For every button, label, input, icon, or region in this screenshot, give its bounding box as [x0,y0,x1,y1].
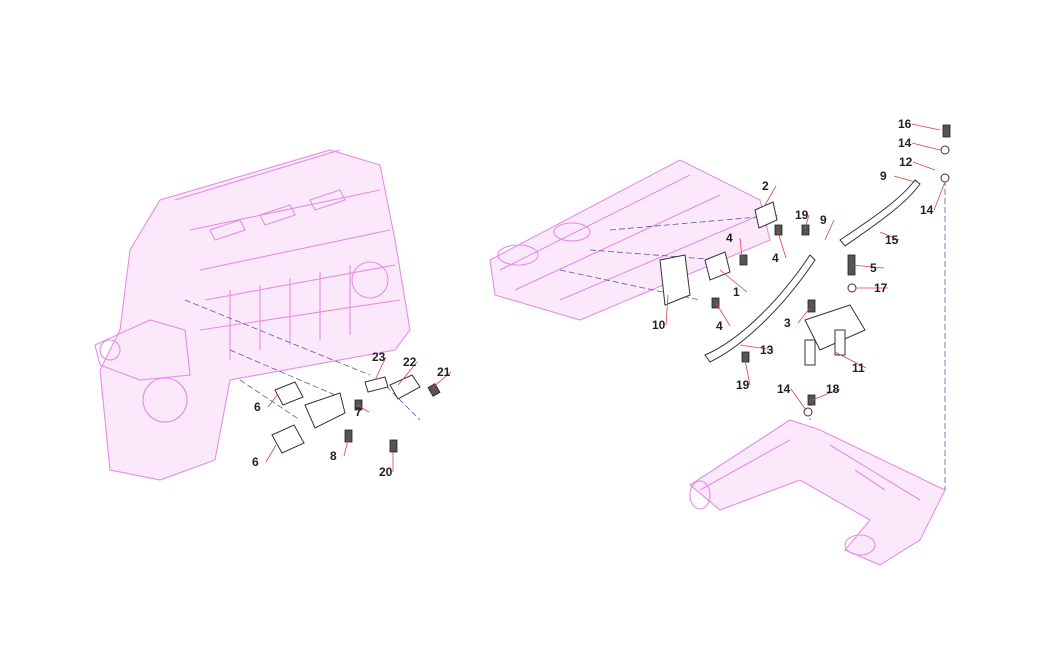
callout-17: 17 [874,281,888,295]
leader-line [739,344,775,351]
leader-line [764,185,777,206]
callout-23: 23 [372,350,386,364]
leader-line [911,142,941,151]
leader-line [739,237,743,259]
callout-12: 12 [899,155,913,169]
leader-line [715,302,731,327]
callout-15: 15 [885,233,899,247]
callout-10: 10 [652,318,666,332]
leader-line [804,214,810,229]
parts [271,124,951,454]
callout-14: 14 [777,382,791,396]
leader-line [811,388,841,401]
leader-line [851,264,885,269]
callout-4: 4 [726,231,733,245]
leader-line [374,356,387,381]
leader-lines [265,123,946,472]
callout-9: 9 [820,213,827,227]
callout-8: 8 [330,449,337,463]
leader-line [431,371,452,389]
callout-1: 1 [733,285,740,299]
engine-block [94,149,411,481]
leader-line [719,269,748,293]
exhaust-manifold [689,419,946,566]
callout-13: 13 [760,343,774,357]
leader-line [265,444,277,463]
callout-6: 6 [252,455,259,469]
centerlines [184,180,946,490]
leader-line [893,175,916,183]
callout-18: 18 [826,382,840,396]
leader-line [912,161,936,171]
callout-labels: 16 14 12 9 14 15 2 19 9 4 4 5 17 1 10 4 3 11 13 19 14 18 23 22 2… [252,117,934,479]
callout-5: 5 [870,261,877,275]
leader-line [267,393,279,408]
leader-line [343,439,349,457]
callout-7: 7 [355,405,362,419]
callout-6: 6 [254,400,261,414]
leader-line [834,351,867,369]
leader-line [879,231,900,241]
callout-4: 4 [772,251,779,265]
callout-3: 3 [784,316,791,330]
callout-14: 14 [920,203,934,217]
callout-16: 16 [898,117,912,131]
leader-line [777,231,787,259]
callout-14: 14 [898,136,912,150]
callout-21: 21 [437,365,451,379]
leader-line [911,123,941,131]
leader-line [397,361,418,386]
callout-20: 20 [379,465,393,479]
leader-line [797,307,811,324]
rocker-cover [489,159,771,321]
leader-line [744,359,751,386]
callout-19: 19 [795,208,809,222]
leader-line [824,219,835,241]
callout-4: 4 [716,319,723,333]
callout-11: 11 [852,361,865,375]
callout-9: 9 [880,169,887,183]
leader-line [933,181,946,211]
leader-line [665,294,669,326]
callout-2: 2 [762,179,769,193]
leader-line [356,404,370,413]
leader-line [790,388,807,411]
callout-22: 22 [403,355,417,369]
callout-19: 19 [736,378,750,392]
